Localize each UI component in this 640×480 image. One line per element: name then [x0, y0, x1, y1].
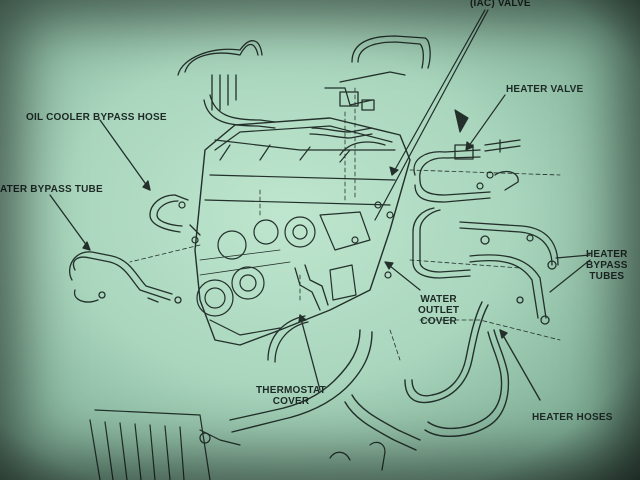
dashed-guides — [129, 87, 561, 361]
leader-heater-valve — [465, 94, 506, 151]
label-water-outlet-line-1: WATER — [420, 294, 457, 305]
label-iac-valve: (IAC) VALVE — [470, 0, 531, 9]
water-bypass-tube — [49, 194, 182, 304]
label-heater-bypass-line-2: BYPASS — [586, 260, 628, 271]
label-heater-valve: HEATER VALVE — [506, 84, 584, 95]
label-thermostat-cover: THERMOSTAT COVER — [256, 385, 326, 407]
label-water-bypass-tube: ATER BYPASS TUBE — [0, 184, 103, 195]
label-water-outlet-cover: WATER OUTLET COVER — [418, 294, 459, 327]
label-heater-bypass-tubes: HEATER BYPASS TUBES — [586, 249, 628, 282]
label-water-outlet-line-3: COVER — [420, 316, 457, 327]
label-heater-hoses: HEATER HOSES — [532, 412, 613, 423]
label-heater-bypass-line-3: TUBES — [589, 271, 625, 282]
lower-hoses — [229, 301, 541, 451]
leader-iac — [374, 9, 489, 221]
leader-water-outlet — [384, 261, 421, 291]
label-water-outlet-line-2: OUTLET — [418, 305, 460, 316]
leader-heater-bypass — [549, 254, 591, 293]
label-oil-cooler-bypass-hose: OIL COOLER BYPASS HOSE — [26, 112, 167, 123]
top-hoses — [177, 35, 431, 156]
heater-valve-assembly — [412, 139, 559, 325]
fittings — [178, 109, 534, 279]
radiator — [89, 409, 386, 480]
engine-block — [194, 117, 411, 346]
label-thermostat-line-1: THERMOSTAT — [256, 385, 326, 396]
label-thermostat-line-2: COVER — [272, 396, 310, 407]
oil-cooler-bypass-hose — [99, 119, 201, 236]
label-heater-bypass-line-1: HEATER — [586, 249, 628, 260]
thermostat-cover-assembly — [267, 264, 329, 391]
